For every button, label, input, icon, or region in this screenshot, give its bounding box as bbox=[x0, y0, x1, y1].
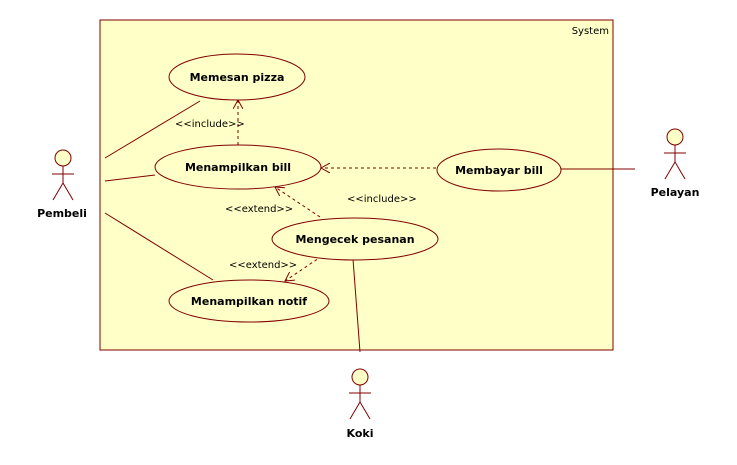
use-case-menampilkan-notif[interactable]: Menampilkan notif bbox=[168, 279, 330, 323]
assoc-pembeli-menampilkan-notif bbox=[104, 212, 214, 281]
include-label-1: <<include>> bbox=[175, 119, 245, 130]
use-case-membayar-bill[interactable]: Membayar bill bbox=[436, 148, 562, 192]
use-case-label: Mengecek pesanan bbox=[295, 233, 414, 246]
use-case-menampilkan-bill[interactable]: Menampilkan bill bbox=[154, 144, 322, 190]
stick-figure-icon bbox=[349, 368, 371, 420]
use-case-mengecek-pesanan[interactable]: Mengecek pesanan bbox=[271, 217, 439, 261]
stick-figure-icon bbox=[52, 149, 74, 201]
dependencies bbox=[238, 100, 436, 281]
use-case-label: Menampilkan bill bbox=[185, 161, 291, 174]
system-label: System bbox=[572, 26, 609, 37]
actor-label: Koki bbox=[347, 427, 374, 440]
assoc-pembeli-memesan bbox=[104, 100, 201, 159]
assoc-koki-mengecek bbox=[352, 258, 361, 353]
include-label-2: <<include>> bbox=[347, 194, 417, 205]
actor-label: Pembeli bbox=[37, 207, 87, 220]
use-case-label: Membayar bill bbox=[455, 164, 543, 177]
extend-label-1: <<extend>> bbox=[225, 204, 293, 215]
associations bbox=[104, 100, 635, 353]
stick-figure-icon bbox=[664, 128, 686, 180]
use-case-label: Menampilkan notif bbox=[191, 295, 307, 308]
use-case-memesan-pizza[interactable]: Memesan pizza bbox=[168, 53, 306, 101]
actor-label: Pelayan bbox=[651, 186, 700, 199]
assoc-pembeli-menampilkan-bill bbox=[104, 174, 156, 182]
use-case-label: Memesan pizza bbox=[190, 71, 285, 84]
extend-label-2: <<extend>> bbox=[229, 260, 297, 271]
actor-pembeli[interactable]: Pembeli bbox=[37, 149, 87, 220]
actor-koki[interactable]: Koki bbox=[347, 368, 374, 440]
actor-pelayan[interactable]: Pelayan bbox=[651, 128, 700, 199]
dep-mengecek-to-notif bbox=[285, 255, 323, 281]
